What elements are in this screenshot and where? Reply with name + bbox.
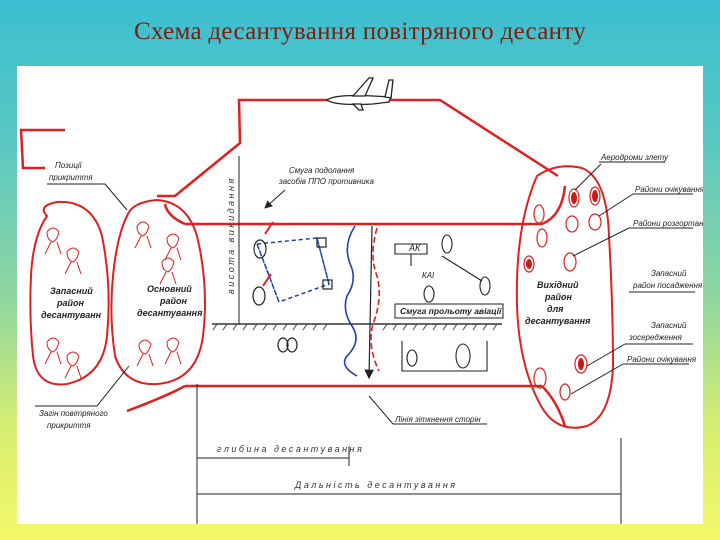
blue-front-line bbox=[343, 225, 358, 377]
airfields-label: Аеродроми злету bbox=[600, 153, 669, 162]
zone-top-curve bbox=[163, 185, 567, 226]
reserve-concentration-pointer bbox=[586, 343, 693, 367]
drop-range-label: Дальність десантування bbox=[294, 480, 458, 490]
airfields-pointer bbox=[574, 161, 665, 191]
exit-district-label-1: Вихідний bbox=[537, 280, 579, 290]
reserve-district-label-3: десантуванн bbox=[41, 310, 102, 320]
exit-district-label-3: для bbox=[547, 304, 564, 314]
drop-height-label: висота викидання bbox=[226, 176, 236, 294]
parachute-units bbox=[252, 221, 333, 353]
flight-strip-label: Смуга прольоту авіації bbox=[400, 306, 503, 316]
air-defense-label-2: засобів ППО противника bbox=[278, 177, 374, 186]
flight-route-main bbox=[157, 98, 559, 198]
cover-zone-label-1: Позиції bbox=[55, 161, 83, 170]
main-district-label-2: район bbox=[159, 296, 187, 306]
cover-zone-label-2: прикриття bbox=[49, 173, 93, 182]
concentration-pointer bbox=[598, 193, 693, 217]
aircraft-icon bbox=[325, 77, 394, 111]
ak-label: АК bbox=[408, 243, 421, 253]
reserve-district-label-1: Запасний bbox=[50, 286, 93, 296]
exit-district-oval bbox=[515, 165, 615, 429]
flight-route-top bbox=[19, 128, 65, 170]
cover-zone-underline bbox=[47, 183, 128, 211]
reserve-district-label-2: район bbox=[56, 298, 84, 308]
exit-district-label-2: район bbox=[544, 292, 572, 302]
reserve-district-oval bbox=[29, 200, 110, 386]
blue-drop-path bbox=[255, 237, 330, 303]
air-defense-pointer bbox=[264, 189, 286, 209]
main-district-label-1: Основний bbox=[147, 284, 192, 294]
main-district-oval bbox=[110, 198, 206, 386]
ground-hatch bbox=[212, 323, 498, 331]
concentration-label: Райони очікування bbox=[635, 185, 703, 194]
diagram-panel: висота викидання АК КАІ Смуга прольоту а… bbox=[17, 66, 703, 524]
main-district-label-3: десантування bbox=[137, 308, 203, 318]
waiting-area-label: Райони очікування bbox=[627, 355, 697, 364]
contact-line bbox=[364, 225, 374, 380]
air-defense-label-1: Смуга подолання bbox=[289, 166, 355, 175]
contact-line-label: Лінія зіткнення сторін bbox=[394, 415, 481, 424]
reserve-concentration-label-1: Запасний bbox=[651, 321, 687, 330]
slide-title: Схема десантування повітряного десанту bbox=[133, 18, 587, 45]
reserve-concentration-label-2: зосередження bbox=[628, 333, 683, 342]
waiting-area-pointer bbox=[570, 363, 689, 395]
reserve-airfields-label-2: район посадження bbox=[632, 281, 703, 290]
range-axis bbox=[197, 438, 622, 524]
command-posts bbox=[394, 234, 491, 372]
reserve-airfields-label-1: Запасний bbox=[651, 269, 687, 278]
ambush-pointer bbox=[572, 227, 693, 257]
exit-district-markers bbox=[526, 190, 598, 370]
zone-bottom-curve bbox=[126, 384, 567, 427]
red-front-line bbox=[370, 227, 381, 372]
ambush-label: Райони розгортання bbox=[633, 219, 703, 228]
flight-strip-box bbox=[394, 303, 504, 319]
cover-bottom-label-2: прикриття bbox=[47, 421, 91, 430]
contact-line-pointer bbox=[368, 395, 487, 425]
cover-bottom-label-1: Загін повітряного bbox=[39, 409, 108, 418]
cover-bottom-underline bbox=[35, 365, 130, 407]
kai-label: КАІ bbox=[422, 271, 435, 280]
airborne-landing-diagram: висота викидання АК КАІ Смуга прольоту а… bbox=[19, 77, 703, 524]
paratrooper-figures-left bbox=[44, 221, 182, 379]
drop-depth-label: глибина десантування bbox=[217, 444, 364, 454]
depth-axis bbox=[196, 384, 350, 524]
exit-district-units bbox=[523, 186, 602, 401]
exit-district-label-4: десантування bbox=[525, 316, 591, 326]
